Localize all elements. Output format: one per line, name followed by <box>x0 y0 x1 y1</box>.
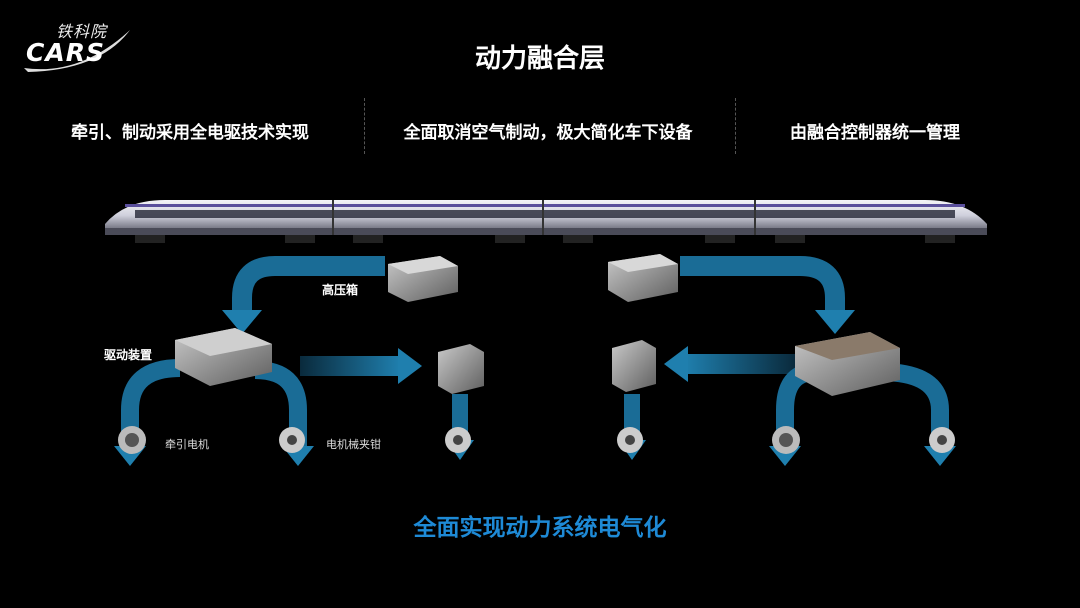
feature-3: 由融合控制器统一管理 <box>790 123 960 143</box>
controller-box-right-image <box>612 340 656 392</box>
arrow-fusion-to-controller-right <box>664 346 795 382</box>
feature-2: 全面取消空气制动，极大简化车下设备 <box>403 123 693 143</box>
arrow-drive-to-emb-caliper <box>254 361 314 466</box>
emb-caliper-center-right-icon <box>617 427 643 453</box>
arrow-hv-to-fusion-controller <box>680 256 855 334</box>
logo-text-cn: 铁科院 <box>56 22 108 41</box>
slogan: 全面实现动力系统电气化 <box>413 515 667 541</box>
traction-motor-left-icon <box>118 426 146 454</box>
page-title: 动力融合层 <box>474 44 605 74</box>
label-drive-unit: 驱动装置 <box>104 348 153 362</box>
arrow-drive-to-controller-left <box>300 348 422 384</box>
label-traction-motor: 牵引电机 <box>165 438 209 451</box>
label-hv-box: 高压箱 <box>322 283 359 297</box>
label-emb-caliper: 电机械夹钳 <box>326 438 381 451</box>
emb-caliper-right-icon <box>929 427 955 453</box>
traction-motor-right-icon <box>772 426 800 454</box>
emb-caliper-left-icon <box>279 427 305 453</box>
divider-2 <box>735 98 736 154</box>
divider-1 <box>364 98 365 154</box>
cars-logo: 铁科院 CARS <box>20 18 140 78</box>
logo-swoosh-icon <box>24 30 130 72</box>
hv-box-right-image <box>608 254 678 302</box>
emb-caliper-center-left-icon <box>445 427 471 453</box>
hv-box-left-image <box>388 256 458 302</box>
feature-1: 牵引、制动采用全电驱技术实现 <box>71 123 309 143</box>
controller-box-left-image <box>438 344 484 394</box>
train-image <box>105 200 987 243</box>
arrow-hv-to-drive <box>222 256 385 334</box>
logo-text-en: CARS <box>26 38 105 67</box>
fusion-controller-image <box>795 332 900 396</box>
drive-unit-image <box>175 328 272 386</box>
